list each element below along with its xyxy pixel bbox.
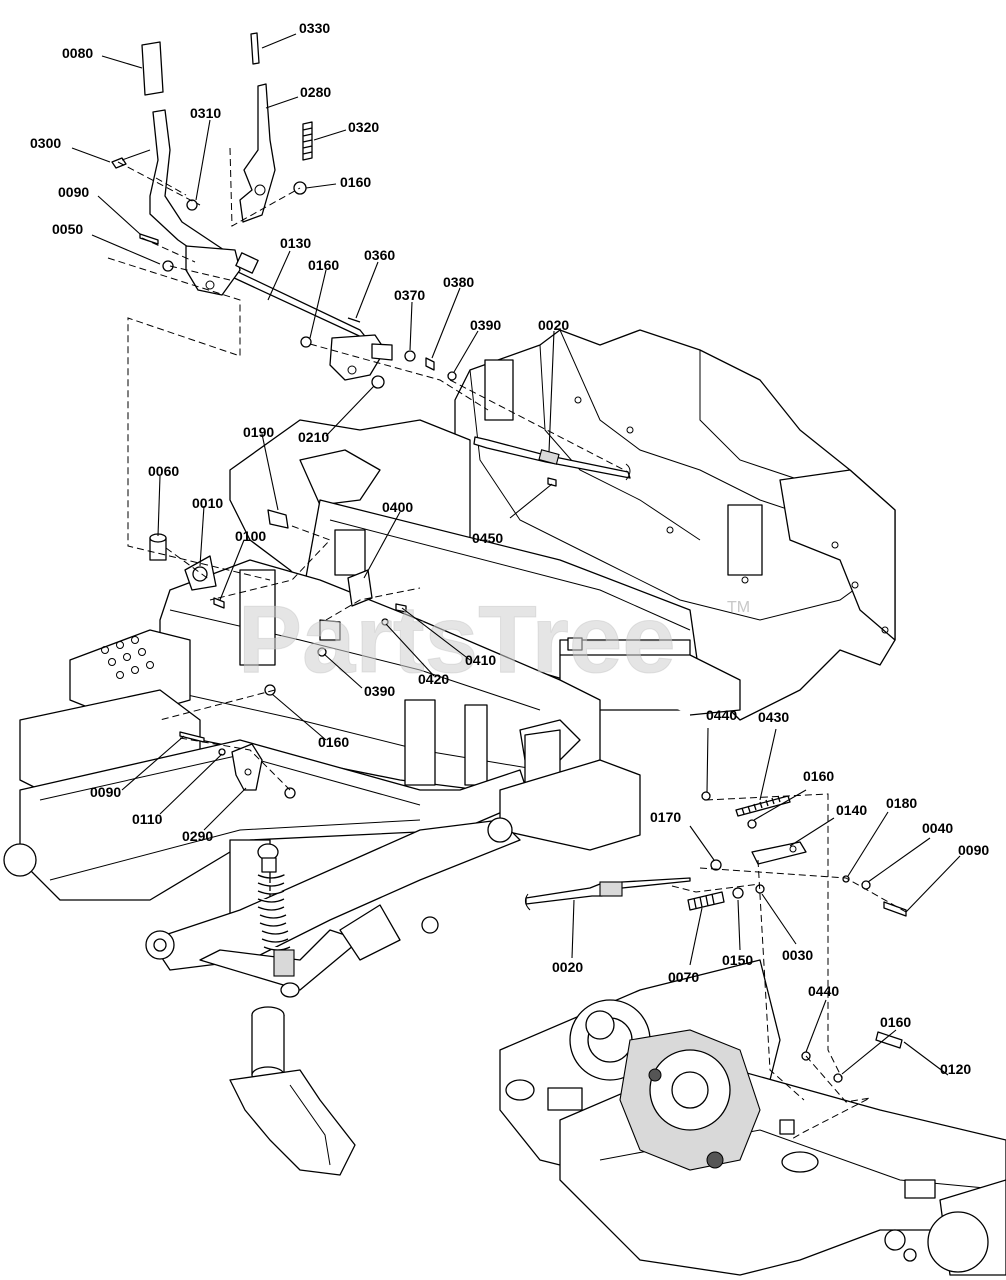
- brake-lever: [149, 109, 225, 269]
- return-spring: [302, 121, 313, 161]
- callout-0130-shaft: 0130: [280, 235, 311, 251]
- callout-0070: 0070: [668, 969, 699, 985]
- callout-0160-e: 0160: [880, 1014, 911, 1030]
- callout-0020-a: 0020: [538, 317, 569, 333]
- callout-0160-a: 0160: [340, 174, 371, 190]
- lock-plate: [239, 83, 276, 223]
- callout-0290: 0290: [182, 828, 213, 844]
- callout-0410: 0410: [465, 652, 496, 668]
- callout-0400: 0400: [382, 499, 413, 515]
- callout-0210: 0210: [298, 429, 329, 445]
- callout-0140: 0140: [836, 802, 867, 818]
- callout-0420: 0420: [418, 671, 449, 687]
- shock-absorber: [257, 843, 300, 998]
- lock-rod: [250, 32, 260, 65]
- callout-0120: 0120: [940, 1061, 971, 1077]
- callout-0090-a: 0090: [58, 184, 89, 200]
- callout-0160-d: 0160: [803, 768, 834, 784]
- callout-0150: 0150: [722, 952, 753, 968]
- handle-grip: [141, 41, 164, 96]
- callout-0180: 0180: [886, 795, 917, 811]
- callout-0100: 0100: [235, 528, 266, 544]
- watermark-trademark: TM: [727, 599, 750, 616]
- callout-0300: 0300: [30, 135, 61, 151]
- callout-0380: 0380: [443, 274, 474, 290]
- callout-0170: 0170: [650, 809, 681, 825]
- callout-labels: 0080 0330 0280 0310 0320 0300 0160 0090 …: [30, 20, 989, 1077]
- callout-0190: 0190: [243, 424, 274, 440]
- callout-0040: 0040: [922, 820, 953, 836]
- leader-lines: [71, 33, 961, 1076]
- callout-0360: 0360: [364, 247, 395, 263]
- callout-0020-b: 0020: [552, 959, 583, 975]
- callout-0030: 0030: [782, 947, 813, 963]
- callout-0050: 0050: [52, 221, 83, 237]
- callout-0060: 0060: [148, 463, 179, 479]
- assembly-lines: [107, 147, 907, 1141]
- extension-spring: [735, 795, 791, 817]
- callout-0090-b: 0090: [90, 784, 121, 800]
- main-frame-assembly: [3, 329, 1006, 1276]
- callout-0390-a: 0390: [470, 317, 501, 333]
- callout-0370: 0370: [394, 287, 425, 303]
- callout-0080-handle: 0080: [62, 45, 93, 61]
- callout-0310: 0310: [190, 105, 221, 121]
- frame-holes: [574, 396, 889, 634]
- watermark-text: PartsTree: [238, 586, 676, 693]
- brake-arm: [751, 841, 807, 865]
- callout-0160-b: 0160: [308, 257, 339, 273]
- footrest-holes: [101, 636, 154, 679]
- callout-0450: 0450: [472, 530, 503, 546]
- callout-0110: 0110: [132, 811, 163, 827]
- callout-0440-a: 0440: [706, 707, 737, 723]
- callout-0390-b: 0390: [364, 683, 395, 699]
- callout-0090-c: 0090: [958, 842, 989, 858]
- callout-0010: 0010: [192, 495, 223, 511]
- brake-link-plate: [231, 743, 263, 791]
- callout-0160-c: 0160: [318, 734, 349, 750]
- callout-0320-spring: 0320: [348, 119, 379, 135]
- cable-spring-assembly: [524, 791, 907, 1083]
- compression-spring: [687, 891, 725, 911]
- callout-0280-plate: 0280: [300, 84, 331, 100]
- callout-0440-b: 0440: [808, 983, 839, 999]
- callout-0330-rod: 0330: [299, 20, 330, 36]
- callout-0430: 0430: [758, 709, 789, 725]
